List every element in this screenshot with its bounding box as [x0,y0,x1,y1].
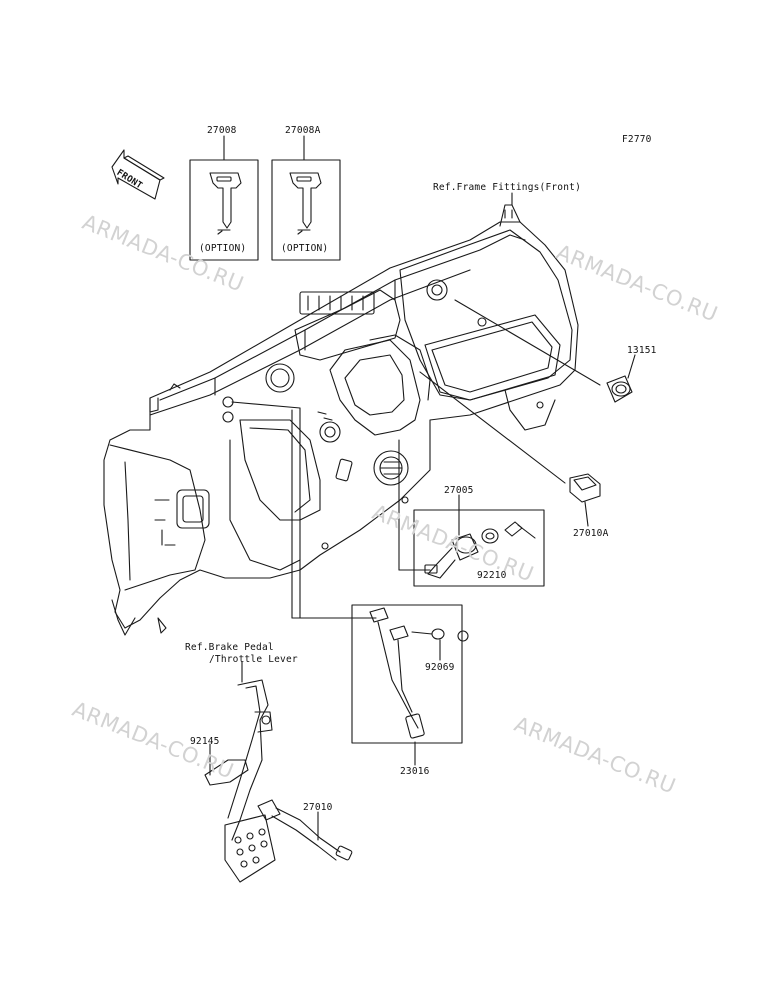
part-label-27010: 27010 [303,802,333,813]
ref-frame-fittings: Ref.Frame Fittings(Front) [433,182,581,193]
part-27010a [569,473,601,503]
box-23016 [351,604,463,744]
part-label-92145: 92145 [190,736,220,747]
ref-throttle-lever: /Throttle Lever [209,654,298,665]
part-92210 [481,528,499,544]
front-arrow-icon [111,149,165,200]
part-label-13151: 13151 [627,345,657,356]
key-icon [289,172,322,235]
key-icon [504,521,536,539]
part-27010 [257,799,353,861]
part-13151 [606,375,633,403]
key-box-27008a [271,159,341,261]
brake-pedal [204,679,276,883]
part-label-92069: 92069 [425,662,455,673]
option-note: (OPTION) [281,243,329,254]
part-label-27005: 27005 [444,485,474,496]
part-23016 [369,607,425,739]
box-27005 [413,509,545,587]
part-label-23016: 23016 [400,766,430,777]
part-label-27008: 27008 [207,125,237,136]
part-label-27010a: 27010A [573,528,609,539]
ref-brake-pedal: Ref.Brake Pedal [185,642,274,653]
option-note: (OPTION) [199,243,247,254]
part-label-27008a: 27008A [285,125,321,136]
part-27005 [424,533,479,579]
key-icon [209,172,242,235]
part-92069 [431,628,469,642]
diagram-code: F2770 [622,134,652,145]
part-label-92210: 92210 [477,570,507,581]
